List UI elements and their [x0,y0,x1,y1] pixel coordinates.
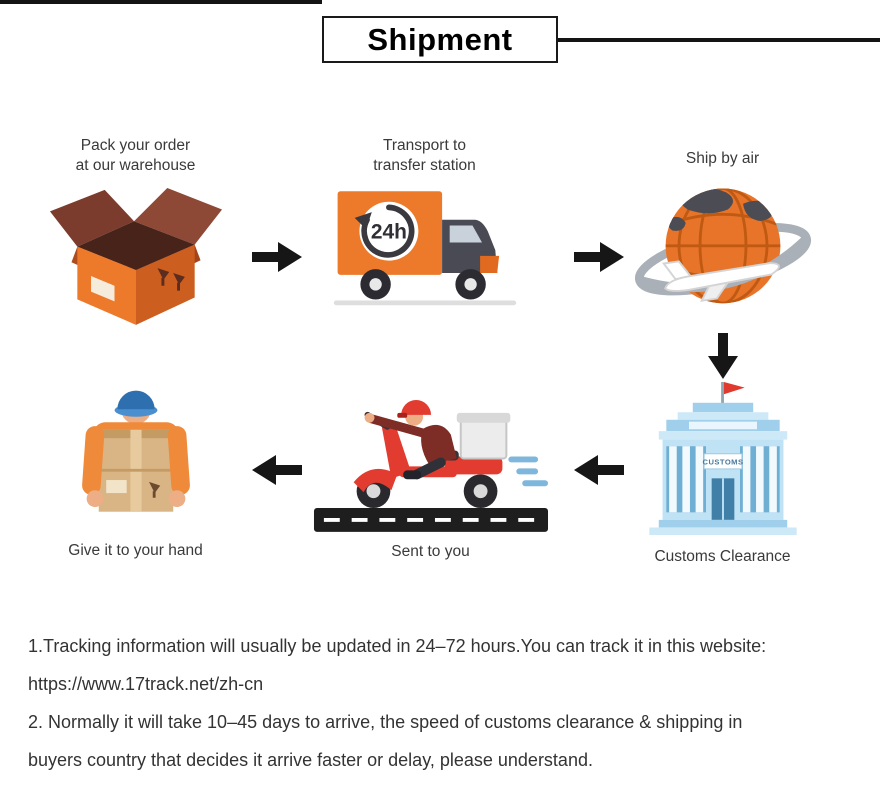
note-line-2: 2. Normally it will take 10–45 days to a… [28,712,743,732]
step-customs-label: Customs Clearance [654,548,791,565]
open-cardboard-box-icon [49,187,222,325]
arrow-left-icon [252,455,302,485]
step-transport: Transport to transfer station 24h [322,136,527,311]
step-air-label: Ship by air [685,150,760,167]
courier-holding-box-icon [81,390,190,512]
globe-with-airplane-icon [634,188,811,304]
arrow-right-icon [574,242,624,272]
note-line-1: 1.Tracking information will usually be u… [28,636,767,656]
customs-sign-text: CUSTOMS [702,458,743,467]
delivery-truck-24h-icon: 24h [333,191,516,306]
step-pack-label-line1: Pack your order [80,137,191,154]
title-divider-left [0,0,322,4]
customs-building-icon: CUSTOMS [648,382,797,535]
step-transport-label-line2: transfer station [373,157,476,174]
arrow-left-icon [574,455,624,485]
step-give-to-hand: Give it to your hand [33,372,238,561]
flag-icon [723,382,745,395]
arrow-down-icon [708,333,738,379]
step-pack-label-line2: at our warehouse [75,157,196,174]
shipment-title-box: Shipment [322,16,558,63]
arrow-right-icon [252,242,302,272]
title-divider-right [558,38,880,42]
tracking-url: https://www.17track.net/zh-cn [28,674,264,694]
step-pack-order: Pack your order at our warehouse [33,136,238,328]
step-customs: CUSTOMS Customs Clearance [620,378,825,567]
note-line-3: buyers country that decides it arrive fa… [28,750,593,770]
airplane-icon [661,260,780,302]
shipping-notes: 1.Tracking information will usually be u… [28,627,868,779]
step-sent-label: Sent to you [391,543,470,560]
step-hand-label: Give it to your hand [68,542,203,559]
step-sent-to-you: Sent to you [308,369,553,562]
step-transport-label-line1: Transport to [383,137,466,154]
page-title: Shipment [367,21,513,57]
truck-24h-badge: 24h [370,221,406,244]
step-ship-by-air: Ship by air [620,149,825,330]
delivery-scooter-icon [313,399,548,532]
